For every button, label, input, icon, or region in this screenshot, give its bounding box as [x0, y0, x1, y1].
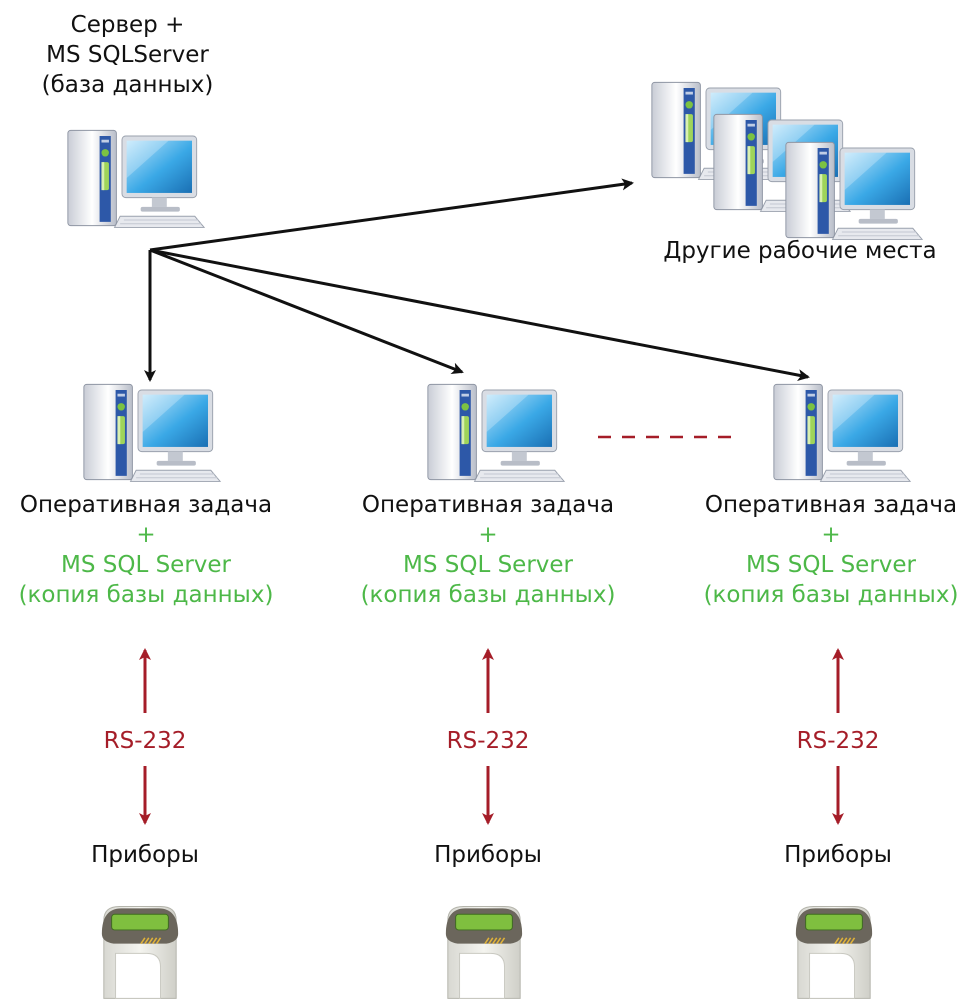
arrow-to-workstation-3 — [149, 248, 810, 381]
workstation-plus: + — [478, 522, 498, 548]
workstation-db-copy: (копия базы данных) — [18, 582, 274, 608]
server-computer-icon — [66, 126, 206, 230]
workstation-caption: Оперативная задача + MS SQL Server (копи… — [0, 490, 292, 610]
server-links — [144, 178, 810, 382]
other-workplaces-label: Другие рабочие места — [663, 238, 937, 264]
workstation-computer-icon — [426, 380, 566, 484]
workstation-db-copy: (копия базы данных) — [703, 582, 959, 608]
workstation-sql: MS SQL Server — [745, 552, 916, 578]
workstation-db-copy: (копия базы данных) — [360, 582, 616, 608]
workstation-computer-icon — [82, 380, 222, 484]
rs232-label: RS-232 — [796, 728, 880, 754]
meter-device-icon — [790, 895, 878, 1004]
meter-device-icon — [96, 895, 184, 1004]
meter-device-icon — [440, 895, 528, 1004]
workstation-plus: + — [821, 522, 841, 548]
devices-label: Приборы — [91, 842, 199, 868]
server-label-line1: Сервер + — [70, 12, 185, 38]
devices-label: Приборы — [784, 842, 892, 868]
arrow-to-other-workplaces — [149, 178, 634, 252]
rs232-links — [139, 648, 844, 825]
workstation-title: Оперативная задача — [361, 492, 615, 518]
arrow-to-workstation-2 — [149, 248, 464, 374]
devices-label: Приборы — [434, 842, 542, 868]
workplace-computer-icon — [784, 138, 924, 242]
workstation-title: Оперативная задача — [704, 492, 958, 518]
rs232-label: RS-232 — [103, 728, 187, 754]
server-label-line3: (база данных) — [41, 72, 214, 98]
server-label: Сервер + MS SQLServer (база данных) — [0, 10, 255, 100]
workstation-caption: Оперативная задача + MS SQL Server (копи… — [688, 490, 974, 610]
workstation-sql: MS SQL Server — [402, 552, 573, 578]
rs232-label: RS-232 — [446, 728, 530, 754]
workstation-caption: Оперативная задача + MS SQL Server (копи… — [340, 490, 636, 610]
workstation-sql: MS SQL Server — [60, 552, 231, 578]
workstation-title: Оперативная задача — [19, 492, 273, 518]
workstation-plus: + — [136, 522, 156, 548]
workstation-computer-icon — [772, 380, 912, 484]
server-label-line2: MS SQLServer — [46, 42, 209, 68]
